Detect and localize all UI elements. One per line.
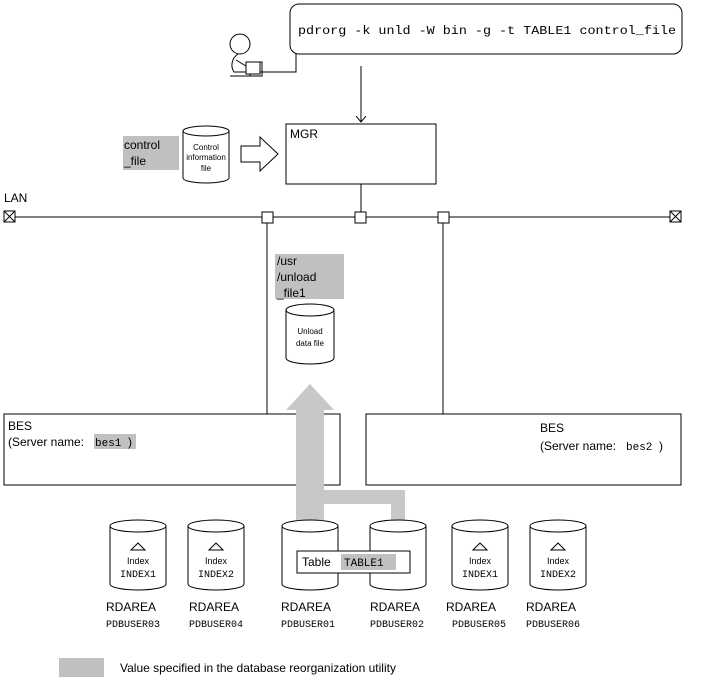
bes1-server-name-highlight (94, 434, 136, 449)
lan-node-mgr (354, 211, 367, 224)
legend-swatch (59, 658, 104, 677)
rdarea-label: RDAREA (370, 600, 420, 614)
control-info-file-label-1: Control (193, 143, 219, 152)
lan-terminator-right-icon (669, 210, 682, 223)
rdarea-name: PDBUSER01 (281, 620, 335, 631)
rdarea-name: PDBUSER04 (189, 620, 243, 631)
index-triangle-icon (207, 542, 225, 551)
lan-label: LAN (4, 191, 27, 205)
index-name: INDEX1 (120, 570, 156, 581)
rdarea-name: PDBUSER06 (526, 620, 580, 631)
control-file-label-1: control (124, 138, 160, 152)
rdarea-name: PDBUSER05 (452, 620, 506, 631)
command-box (289, 3, 683, 55)
index-triangle-icon (549, 542, 567, 551)
control-file-label-2: _file (123, 154, 146, 168)
lan-terminator-left-icon (3, 210, 16, 223)
control-information-file-cylinder (182, 125, 230, 184)
unload-flow-arrow (286, 384, 405, 520)
operator-terminal-icon (229, 33, 297, 77)
rdarea-label: RDAREA (106, 600, 156, 614)
control-info-file-label-3: file (201, 164, 212, 173)
unload-path-label-3: _file1 (276, 286, 306, 300)
lan-node-bes2 (437, 211, 450, 224)
rdarea-name: PDBUSER03 (106, 620, 160, 631)
rdarea-name: PDBUSER02 (370, 620, 424, 631)
unload-path-highlight (275, 254, 344, 299)
control-info-file-label-2: information (186, 153, 226, 162)
legend-text: Value specified in the database reorgani… (120, 661, 396, 675)
lan-node-bes1 (261, 211, 274, 224)
rdarea-label: RDAREA (446, 600, 496, 614)
index-name: INDEX2 (540, 570, 576, 581)
bes2-box (365, 413, 682, 486)
bes1-box (3, 413, 341, 486)
index-label: Index (547, 556, 570, 566)
bes1-server-prefix: (Server name: (8, 435, 84, 449)
index-name: INDEX2 (198, 570, 234, 581)
bes2-title: BES (540, 421, 564, 435)
bes2-server-name: bes2 (626, 442, 652, 454)
input-hollow-arrow (240, 135, 279, 173)
table-label: Table (302, 555, 331, 569)
unload-data-file-cylinder (285, 303, 335, 365)
unload-path-label-2: /unload (277, 270, 316, 284)
unload-data-file-label-1: Unload (297, 327, 322, 336)
mgr-box (285, 123, 437, 185)
control-file-highlight (123, 136, 179, 170)
rdarea-label: RDAREA (526, 600, 576, 614)
mgr-label: MGR (290, 127, 318, 141)
bes2-server-prefix: (Server name: (540, 439, 616, 453)
rdarea-label: RDAREA (189, 600, 239, 614)
index-name: INDEX1 (462, 570, 498, 581)
unload-data-file-label-2: data file (296, 339, 325, 348)
bes2-server-suffix: ) (659, 439, 663, 453)
bes1-server-suffix: ) (128, 435, 132, 449)
table-name: TABLE1 (344, 558, 384, 570)
unload-path-label-1: /usr (277, 254, 297, 268)
index-triangle-icon (129, 542, 147, 551)
rdarea-label: RDAREA (281, 600, 331, 614)
index-label: Index (205, 556, 228, 566)
bes1-server-name: bes1 (95, 438, 122, 450)
index-triangle-icon (471, 542, 489, 551)
table-name-highlight (341, 554, 396, 570)
bes1-title: BES (8, 419, 32, 433)
index-label: Index (127, 556, 150, 566)
index-label: Index (469, 556, 492, 566)
command-text: pdrorg -k unld -W bin -g -t TABLE1 contr… (298, 24, 676, 38)
